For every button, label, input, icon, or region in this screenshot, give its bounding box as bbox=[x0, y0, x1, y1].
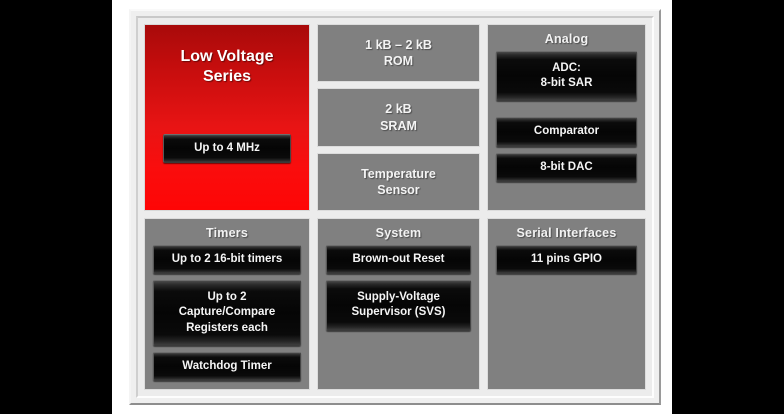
capture-compare-line-3: Registers each bbox=[186, 321, 268, 334]
analog-item-list: ADC: 8-bit SAR Comparator 8-bit DAC bbox=[496, 51, 637, 182]
dac-button[interactable]: 8-bit DAC bbox=[496, 152, 637, 182]
analog-panel-header: Analog bbox=[544, 32, 589, 46]
serial-interfaces-panel-header: Serial Interfaces bbox=[516, 226, 617, 241]
svs-line-1: Supply-Voltage bbox=[357, 291, 440, 304]
sixteen-bit-timers-button[interactable]: Up to 2 16-bit timers bbox=[153, 245, 301, 275]
temp-sensor-line-2: Sensor bbox=[377, 182, 420, 197]
timers-panel: Timers Up to 2 16-bit timers Up to 2 Cap… bbox=[144, 218, 310, 390]
diagram-inner-frame: Low Voltage Series Up to 4 MHz 1 kB – 2 … bbox=[136, 16, 654, 398]
capture-compare-registers-button[interactable]: Up to 2 Capture/Compare Registers each bbox=[153, 280, 301, 346]
serial-item-list: 11 pins GPIO bbox=[496, 245, 637, 275]
diagram-outer-frame: Low Voltage Series Up to 4 MHz 1 kB – 2 … bbox=[129, 9, 661, 405]
adc-line-2: 8-bit SAR bbox=[540, 77, 593, 90]
letterbox-bar-left bbox=[0, 0, 112, 414]
rom-line-2: ROM bbox=[383, 54, 414, 69]
block-diagram-grid: Low Voltage Series Up to 4 MHz 1 kB – 2 … bbox=[144, 24, 646, 390]
hero-title-line-1: Low Voltage bbox=[180, 48, 274, 65]
capture-compare-line-1: Up to 2 bbox=[207, 291, 247, 304]
cpu-speed-button[interactable]: Up to 4 MHz bbox=[163, 133, 291, 164]
brown-out-reset-button[interactable]: Brown-out Reset bbox=[326, 245, 471, 275]
low-voltage-series-panel[interactable]: Low Voltage Series Up to 4 MHz bbox=[144, 24, 310, 212]
temp-sensor-line-1: Temperature bbox=[361, 166, 436, 181]
memory-column: 1 kB – 2 kB ROM 2 kB SRAM bbox=[317, 24, 480, 212]
rom-block[interactable]: 1 kB – 2 kB ROM bbox=[317, 24, 480, 83]
supply-voltage-supervisor-button[interactable]: Supply-Voltage Supervisor (SVS) bbox=[326, 280, 471, 331]
adc-line-1: ADC: bbox=[552, 62, 581, 74]
rom-line-1: 1 kB – 2 kB bbox=[365, 37, 432, 52]
diagram-row-bottom: Timers Up to 2 16-bit timers Up to 2 Cap… bbox=[144, 218, 646, 390]
low-voltage-series-title: Low Voltage Series bbox=[180, 47, 273, 87]
system-panel: System Brown-out Reset Supply-Voltage Su… bbox=[317, 218, 480, 390]
sram-line-2: SRAM bbox=[380, 118, 417, 133]
capture-compare-line-2: Capture/Compare bbox=[178, 306, 276, 319]
analog-panel: Analog ADC: 8-bit SAR Comparator 8-bit D… bbox=[487, 24, 646, 212]
system-item-list: Brown-out Reset Supply-Voltage Superviso… bbox=[326, 245, 471, 331]
sram-block[interactable]: 2 kB SRAM bbox=[317, 88, 480, 147]
adc-button[interactable]: ADC: 8-bit SAR bbox=[496, 51, 637, 102]
sram-line-1: 2 kB bbox=[385, 102, 412, 117]
watchdog-timer-button[interactable]: Watchdog Timer bbox=[153, 351, 301, 381]
gpio-button[interactable]: 11 pins GPIO bbox=[496, 245, 637, 275]
temperature-sensor-block[interactable]: Temperature Sensor bbox=[317, 152, 480, 212]
diagram-row-top: Low Voltage Series Up to 4 MHz 1 kB – 2 … bbox=[144, 24, 646, 212]
letterbox-bar-right bbox=[672, 0, 784, 414]
timers-item-list: Up to 2 16-bit timers Up to 2 Capture/Co… bbox=[153, 245, 301, 381]
cpu-speed-button-wrap: Up to 4 MHz bbox=[163, 133, 291, 164]
hero-title-line-2: Series bbox=[202, 68, 252, 85]
svs-line-2: Supervisor (SVS) bbox=[351, 306, 446, 319]
timers-panel-header: Timers bbox=[206, 226, 248, 241]
comparator-button[interactable]: Comparator bbox=[496, 117, 637, 147]
system-panel-header: System bbox=[375, 226, 422, 241]
serial-interfaces-panel: Serial Interfaces 11 pins GPIO bbox=[487, 218, 646, 390]
